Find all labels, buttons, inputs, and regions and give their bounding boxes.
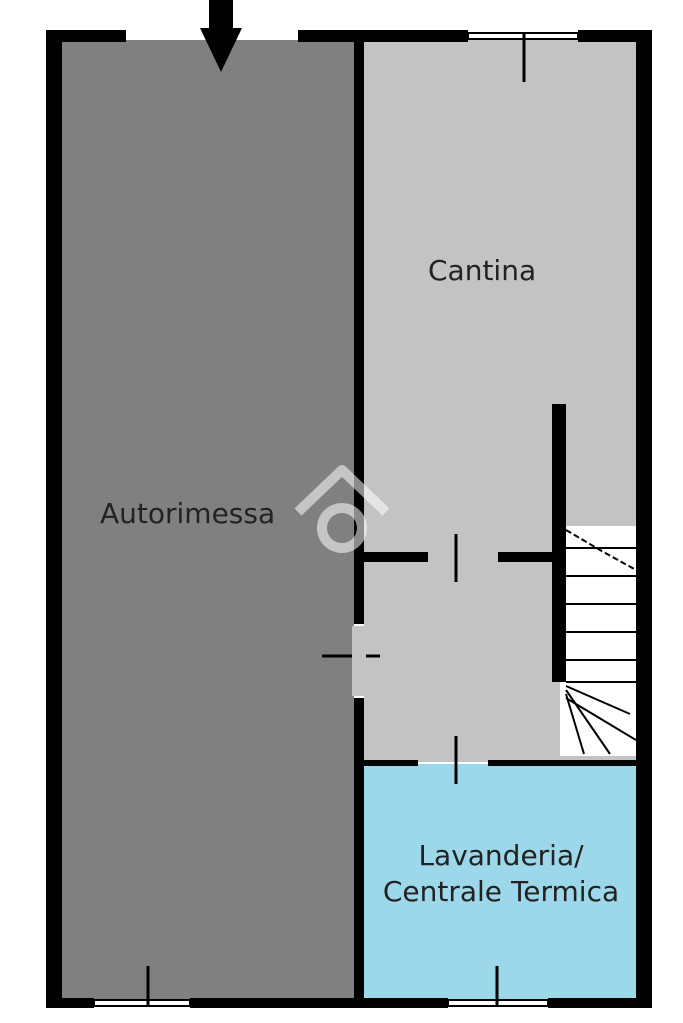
laundry-label-line1: Lavanderia/ <box>418 839 584 872</box>
logo-watermark-icon <box>294 465 390 553</box>
interior-walls <box>354 40 636 1000</box>
arrow-down-icon <box>200 0 242 72</box>
windows <box>93 32 579 1007</box>
cellar-label: Cantina <box>428 254 537 287</box>
laundry-label: Lavanderia/ Centrale Termica <box>366 838 636 911</box>
laundry-label-line2: Centrale Termica <box>382 875 620 909</box>
outer-walls <box>46 30 652 1008</box>
doors <box>322 534 458 784</box>
garage-area <box>62 40 354 1000</box>
laundry-area <box>364 764 636 1000</box>
staircase-icon <box>560 526 637 756</box>
garage-label: Autorimessa <box>100 497 276 530</box>
garage-door-opening <box>352 626 366 696</box>
